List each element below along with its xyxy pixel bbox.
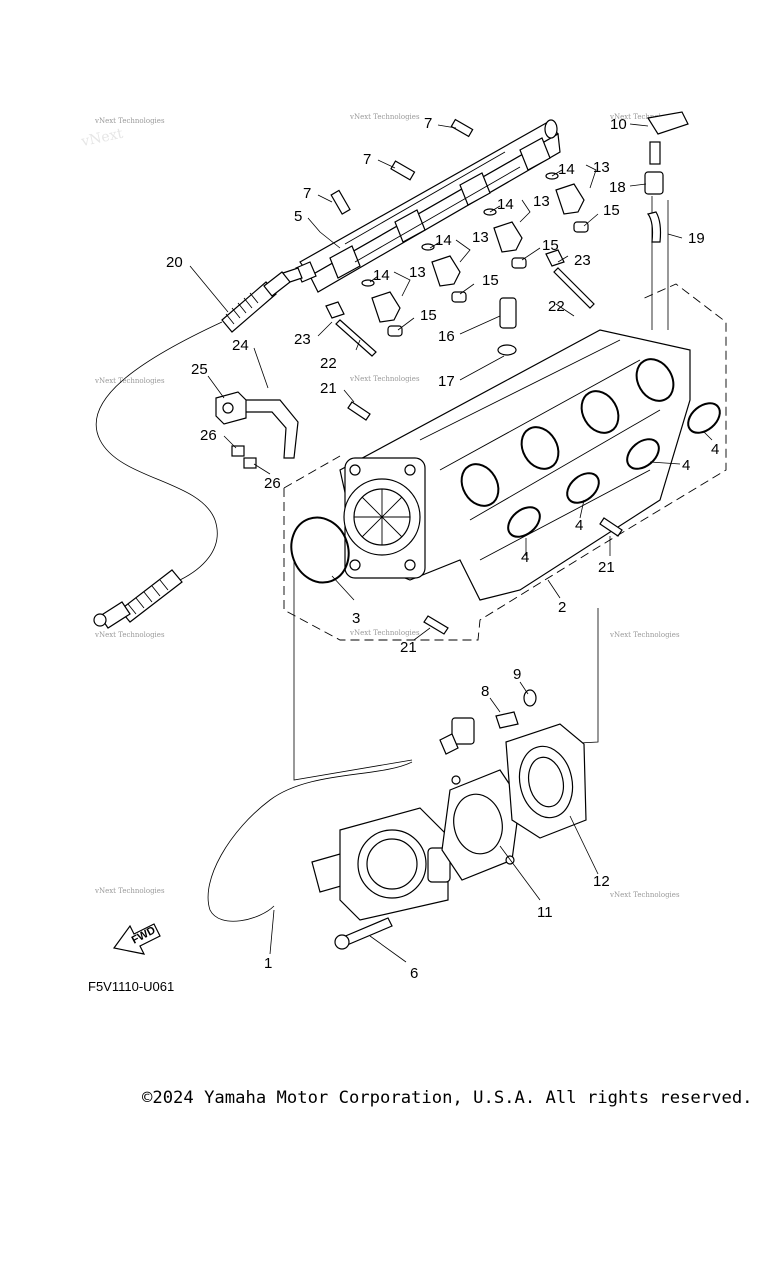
- o-ring-set: [290, 402, 721, 584]
- assembly-line: [293, 560, 413, 781]
- callout-22: 22: [548, 298, 565, 315]
- watermark: vNext Technologies: [609, 113, 680, 121]
- fuel-hose: [93, 271, 291, 629]
- watermark: vNext Technologies: [349, 629, 420, 637]
- callout-14: 14: [373, 267, 390, 284]
- callout-10: 10: [610, 116, 627, 133]
- callout-15: 15: [420, 307, 437, 324]
- callout-13: 13: [409, 264, 426, 281]
- injector: [361, 279, 403, 337]
- callout-13: 13: [593, 159, 610, 176]
- watermark: vNext Technologies: [349, 113, 420, 121]
- bolt-21-set: [347, 401, 623, 635]
- stud-set: [325, 249, 595, 357]
- callout-1: 1: [264, 955, 272, 972]
- watermark: vNext Technologies: [94, 887, 165, 895]
- callout-4: 4: [711, 441, 719, 458]
- callout-3: 3: [352, 610, 360, 627]
- injector: [483, 208, 527, 269]
- bracket: [215, 391, 299, 469]
- watermark-group: vNext vNext Technologies vNext Technolog…: [79, 113, 680, 899]
- injector: [545, 172, 589, 233]
- temp-sensor: [497, 297, 517, 356]
- callout-labels: 1 2 3 4 4 4 4 5 6 7 7 7 8 9 10 11 12 13 …: [166, 115, 719, 982]
- callout-20: 20: [166, 254, 183, 271]
- assembly-outline: [283, 455, 341, 489]
- callout-4: 4: [682, 457, 690, 474]
- callout-4: 4: [521, 549, 529, 566]
- callout-4: 4: [575, 517, 583, 534]
- callout-14: 14: [435, 232, 452, 249]
- callout-18: 18: [609, 179, 626, 196]
- callout-19: 19: [688, 230, 705, 247]
- watermark: vNext Technologies: [349, 375, 420, 383]
- callout-23: 23: [294, 331, 311, 348]
- copyright-notice: ©2024 Yamaha Motor Corporation, U.S.A. A…: [142, 1088, 753, 1108]
- callout-12: 12: [593, 873, 610, 890]
- callout-26: 26: [200, 427, 217, 444]
- callout-22: 22: [320, 355, 337, 372]
- gasket: [441, 769, 521, 881]
- bolt-7-set: [330, 118, 474, 215]
- callout-7: 7: [303, 185, 311, 202]
- callout-8: 8: [481, 683, 489, 700]
- callout-16: 16: [438, 328, 455, 345]
- callout-9: 9: [513, 666, 521, 683]
- callout-26: 26: [264, 475, 281, 492]
- injector-set: [361, 172, 589, 337]
- leader-lines: [189, 123, 713, 963]
- callout-21: 21: [598, 559, 615, 576]
- assembly-line: [559, 608, 599, 745]
- callout-5: 5: [294, 208, 302, 225]
- watermark: vNext Technologies: [94, 377, 165, 385]
- watermark: vNext Technologies: [609, 891, 680, 899]
- intake-manifold: [339, 329, 691, 601]
- callout-17: 17: [438, 373, 455, 390]
- callout-11: 11: [537, 904, 553, 921]
- watermark-shadow: vNext: [79, 126, 125, 151]
- callout-24: 24: [232, 337, 249, 354]
- callout-23: 23: [574, 252, 591, 269]
- callout-13: 13: [472, 229, 489, 246]
- map-sensor: [644, 111, 689, 330]
- callout-25: 25: [191, 361, 208, 378]
- assembly-outline: [283, 283, 727, 641]
- fuel-rail: [279, 119, 561, 293]
- callout-21: 21: [320, 380, 337, 397]
- callout-7: 7: [424, 115, 432, 132]
- callout-15: 15: [482, 272, 499, 289]
- callout-13: 13: [533, 193, 550, 210]
- watermark: vNext Technologies: [94, 117, 165, 125]
- forward-arrow: FWD: [112, 923, 161, 955]
- figure-code: F5V1110-U061: [88, 979, 174, 994]
- throttle-body: [207, 717, 475, 950]
- callout-21: 21: [400, 639, 417, 656]
- watermark: vNext Technologies: [609, 631, 680, 639]
- callout-14: 14: [558, 161, 575, 178]
- callout-2: 2: [558, 599, 566, 616]
- callout-6: 6: [410, 965, 418, 982]
- adapter: [495, 689, 587, 839]
- callout-7: 7: [363, 151, 371, 168]
- callout-14: 14: [497, 196, 514, 213]
- callout-15: 15: [603, 202, 620, 219]
- watermark: vNext Technologies: [94, 631, 165, 639]
- callout-15: 15: [542, 237, 559, 254]
- injector: [421, 243, 467, 303]
